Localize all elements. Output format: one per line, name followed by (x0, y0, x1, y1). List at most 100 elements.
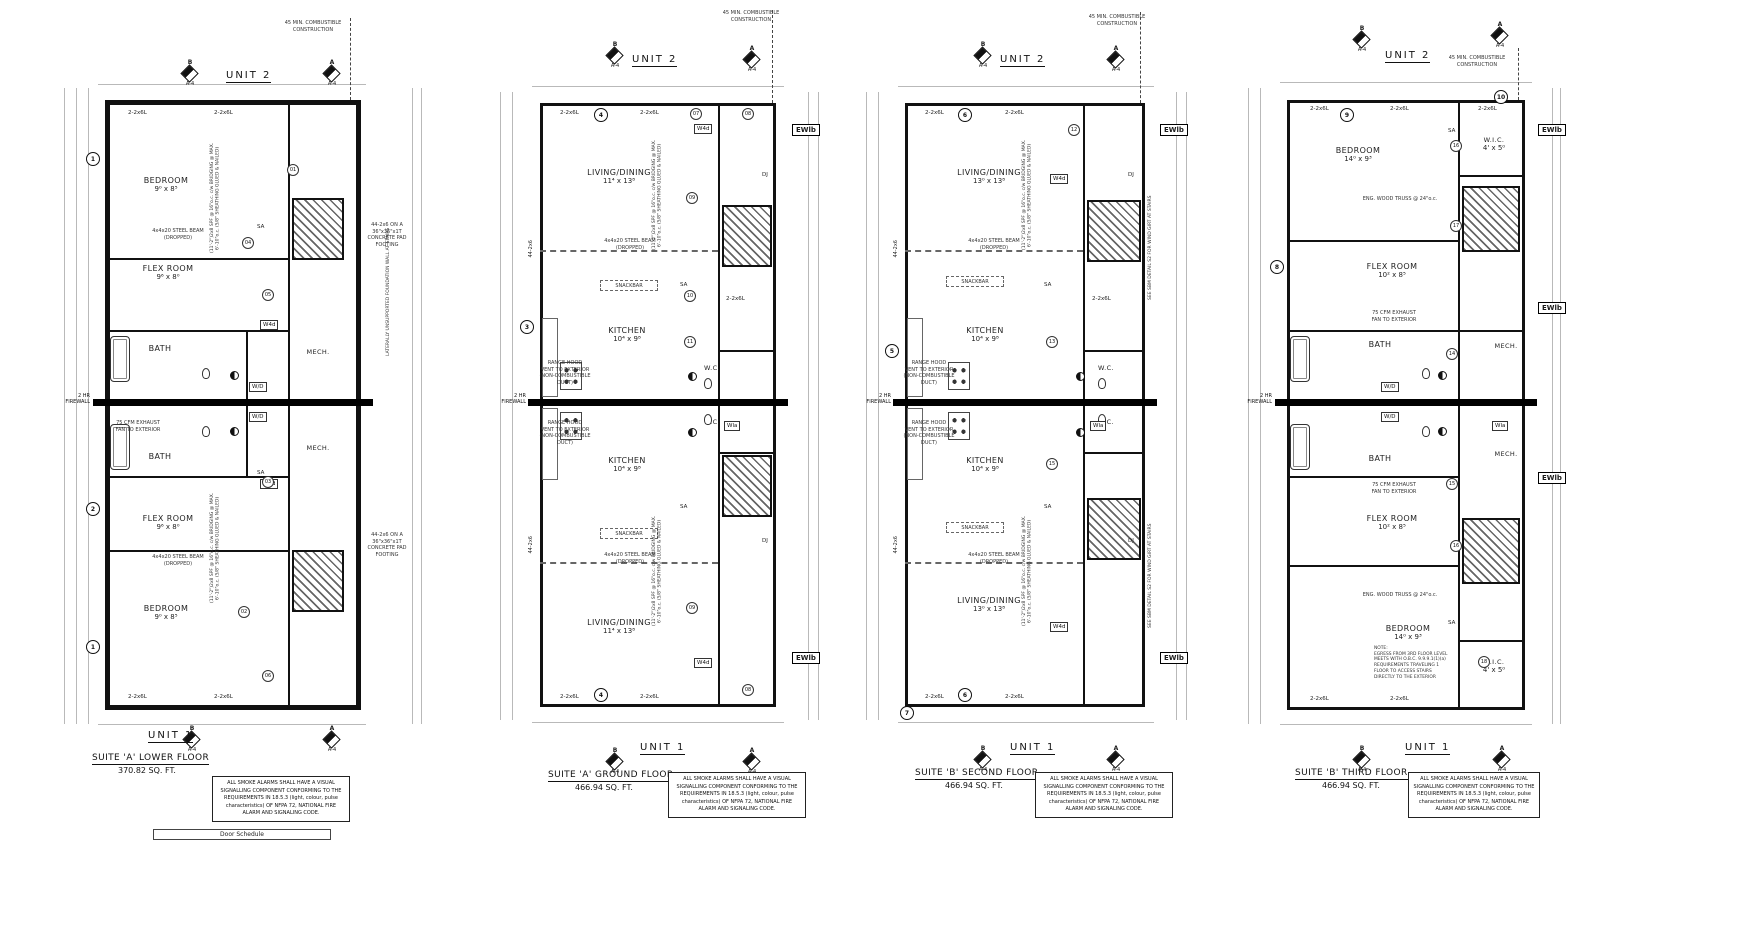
room-label-living-dining: LIVING/DINING 11⁴ x 13⁸ (572, 168, 666, 185)
dimension-line (64, 88, 65, 724)
section-marker-letter: A (1499, 745, 1505, 752)
wall (1083, 350, 1143, 352)
stair (1462, 186, 1520, 252)
stair (1087, 498, 1141, 560)
exhaust-fan-note: 75 CFM EXHAUST FAN TO EXTERIOR (1371, 482, 1417, 495)
room-dims: 14⁰ x 9³ (1344, 155, 1372, 163)
stair (722, 205, 772, 267)
smoke-alarm-symbol (1438, 427, 1447, 436)
section-marker-letter: A (329, 725, 335, 732)
pad-footing-note: 44-2x6 ON A 36"x36"x1T CONCRETE PAD FOOT… (367, 222, 407, 248)
exhaust-fan-note: 75 CFM EXHAUST FAN TO EXTERIOR (115, 420, 161, 433)
wall (1289, 330, 1458, 332)
door-tag: 12 (1068, 124, 1080, 136)
room-label-flex-room: FLEX ROOM 10² x 8⁵ (1352, 514, 1432, 531)
double-joist-tag: DJ (1128, 538, 1134, 544)
door-tag: 03 (262, 476, 274, 488)
room-label-bedroom: BEDROOM 14⁰ x 9³ (1368, 624, 1448, 641)
combustible-boundary-line (350, 18, 351, 100)
plan-title: SUITE 'B' THIRD FLOOR (1295, 768, 1408, 780)
wall (108, 258, 288, 260)
section-marker-sheet: A-4 (1111, 767, 1121, 773)
washer-dryer-tag: W/D (249, 382, 267, 393)
dimension-line (1280, 724, 1532, 725)
wall (1458, 406, 1460, 707)
room-name: W.I.C. (1483, 658, 1505, 666)
section-marker-diamond (1492, 750, 1511, 769)
room-label-bath: BATH (138, 452, 182, 461)
washer-dryer-tag: W/D (249, 412, 267, 423)
stair (292, 198, 344, 260)
room-dims: 10⁴ x 9⁸ (613, 335, 641, 343)
wall-type-tag: Wla (1090, 421, 1107, 432)
section-marker-b: B A-4 (605, 747, 625, 775)
room-name: BEDROOM (143, 176, 189, 185)
exterior-wall-tag: EWlb (1538, 302, 1566, 314)
dimension-line (1552, 88, 1553, 724)
section-marker-letter: A (1497, 21, 1503, 28)
smoke-alarm-tag: SA (680, 504, 688, 510)
firewall-label: 2 HR FIREWALL (501, 393, 526, 406)
room-dims: 13⁰ x 13⁸ (972, 177, 1006, 185)
firewall-label: 2 HR FIREWALL (65, 393, 90, 406)
dimension-line (412, 88, 413, 724)
section-marker-letter: A (1113, 745, 1119, 752)
wall (718, 350, 774, 352)
lintel-tag: 2-2x6L (128, 110, 147, 116)
unit-1-label: UNIT 1 (1010, 742, 1056, 755)
room-label-bath: BATH (138, 344, 182, 353)
section-marker-b: B A-4 (973, 745, 993, 773)
egress-note: NOTE: EGRESS FROM 3RD FLOOR LEVEL MEETS … (1374, 646, 1448, 680)
door-tag: 18 (1478, 656, 1490, 668)
door-tag: 02 (238, 606, 250, 618)
room-label-mech: MECH. (296, 444, 340, 452)
section-marker-sheet: A-4 (978, 63, 988, 69)
combustible-construction-note: 45 MIN. COMBUSTIBLE CONSTRUCTION (284, 20, 342, 33)
wall (1458, 640, 1525, 642)
plan-area: 466.94 SQ. FT. (575, 783, 633, 792)
section-marker-sheet: A-4 (187, 747, 197, 753)
door-tag: 10 (684, 290, 696, 302)
stove (948, 412, 970, 440)
wall (1289, 240, 1458, 242)
grid-marker: 7 (900, 706, 914, 720)
dropped-beam-line (540, 250, 718, 252)
room-dims: 10² x 8⁵ (1378, 271, 1406, 279)
plan-area: 466.94 SQ. FT. (1322, 781, 1380, 790)
room-name: BATH (148, 344, 172, 353)
toilet (704, 414, 712, 425)
room-dims: 10⁴ x 9⁸ (613, 465, 641, 473)
lintel-tag: 2-2x6L (726, 296, 745, 302)
plan-area: 466.94 SQ. FT. (945, 781, 1003, 790)
plan-title: SUITE 'A' GROUND FLOOR (548, 770, 674, 782)
wall-type-tag: W4d (1050, 174, 1069, 185)
room-name: BEDROOM (1385, 624, 1431, 633)
room-label-living-dining: LIVING/DINING 11⁴ x 13⁸ (572, 618, 666, 635)
grid-marker: 3 (520, 320, 534, 334)
combustible-construction-note: 45 MIN. COMBUSTIBLE CONSTRUCTION (1448, 55, 1506, 68)
room-name: BATH (1368, 454, 1392, 463)
section-marker-sheet: A-4 (610, 63, 620, 69)
door-tag: 14 (1446, 348, 1458, 360)
wall (1458, 330, 1525, 332)
dimension-line (421, 88, 422, 724)
section-marker-sheet: A-4 (1495, 43, 1505, 49)
room-label-bath: BATH (1358, 340, 1402, 349)
room-name: W.C. (704, 364, 720, 372)
grid-marker: 2 (86, 502, 100, 516)
section-marker-letter: B (189, 725, 195, 732)
room-dims: 10⁴ x 9⁸ (971, 335, 999, 343)
room-label-bedroom: BEDROOM 9⁰ x 8⁵ (128, 604, 204, 621)
bathtub (110, 336, 130, 382)
combustible-boundary-line (1140, 12, 1141, 103)
dimension-line (1260, 88, 1261, 724)
kitchen-counter (907, 318, 923, 397)
washer-dryer-tag: W/D (1381, 412, 1399, 423)
toilet (202, 368, 210, 379)
room-name: MECH. (1494, 342, 1518, 350)
dimension-line (866, 92, 867, 720)
room-label-kitchen: KITCHEN 10⁴ x 9⁸ (592, 456, 662, 473)
lintel-tag: 2-2x6L (1390, 696, 1409, 702)
smoke-alarm-symbol (1076, 428, 1085, 437)
room-label-mech: MECH. (1484, 450, 1528, 458)
